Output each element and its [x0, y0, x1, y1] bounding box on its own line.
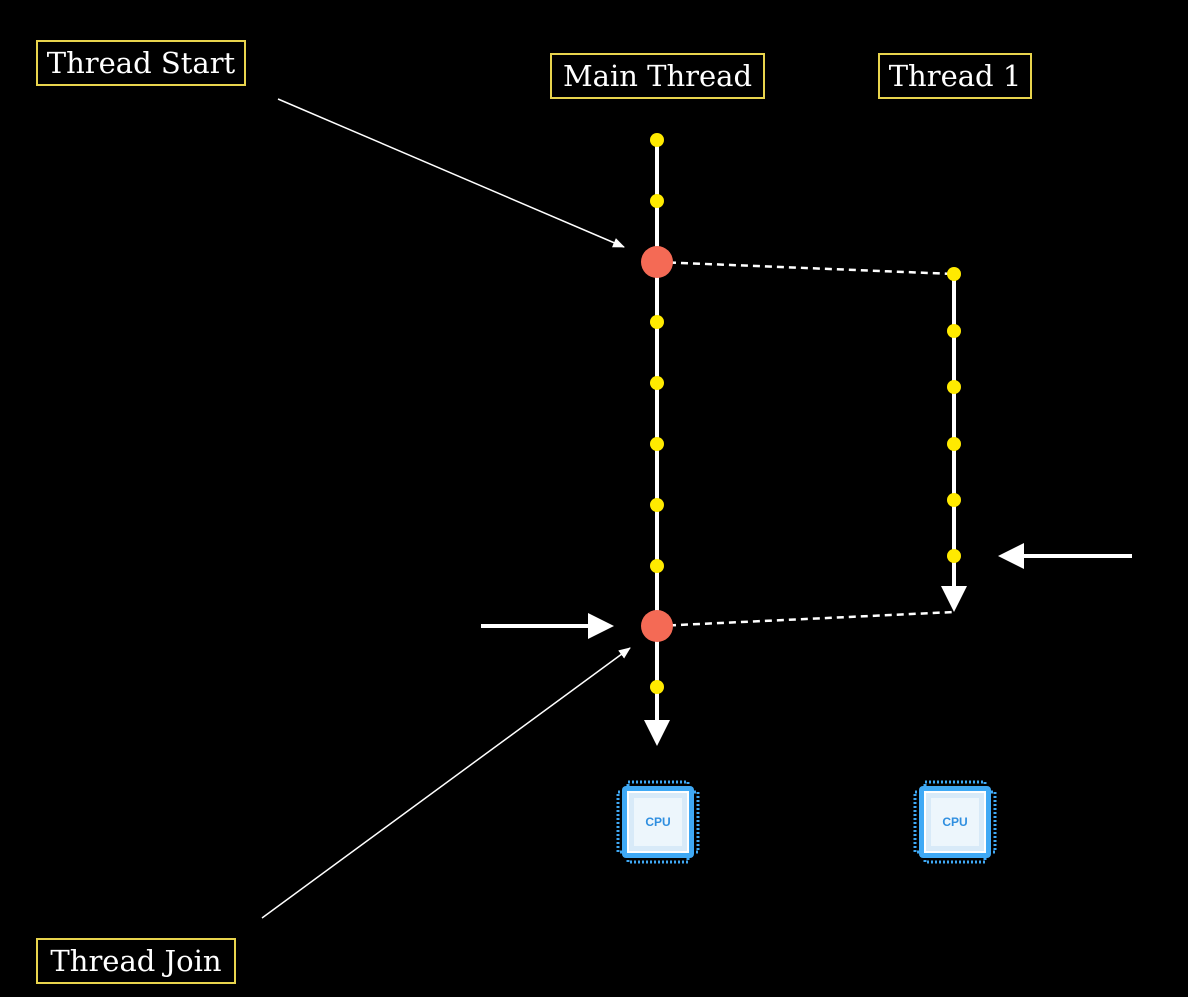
- fork-connector: [656, 260, 955, 276]
- cpu-icon: CPU: [913, 780, 997, 864]
- main-step-dot: [650, 559, 664, 573]
- main-step-dot: [650, 376, 664, 390]
- cpu-label: CPU: [942, 815, 967, 829]
- main-step-dot: [650, 498, 664, 512]
- arrow-right-icon: [481, 613, 614, 639]
- cpu-label: CPU: [645, 815, 670, 829]
- thread-start-event: [641, 246, 673, 278]
- arrow-down-icon: [941, 586, 967, 612]
- thread1-step-dot: [947, 437, 961, 451]
- thread1-step-dot: [947, 549, 961, 563]
- cpu-icon: CPU: [616, 780, 700, 864]
- thread-join-event: [641, 610, 673, 642]
- main-step-dot: [650, 194, 664, 208]
- main-step-dot: [650, 680, 664, 694]
- thread1-step-dot: [947, 493, 961, 507]
- thread1-step-dot: [947, 267, 961, 281]
- thread-start-pointer: [277, 98, 625, 248]
- thread1-step-dot: [947, 380, 961, 394]
- arrow-down-icon: [644, 720, 670, 746]
- main-step-dot: [650, 315, 664, 329]
- thread-join-label: Thread Join: [36, 938, 236, 984]
- thread1-step-dot: [947, 324, 961, 338]
- main-step-dot: [650, 437, 664, 451]
- main-thread-label: Main Thread: [550, 53, 765, 99]
- thread-start-label: Thread Start: [36, 40, 246, 86]
- join-connector: [656, 610, 955, 628]
- arrow-left-icon: [998, 543, 1132, 569]
- main-step-dot: [650, 133, 664, 147]
- thread-1-label: Thread 1: [878, 53, 1032, 99]
- thread-join-pointer: [261, 647, 631, 919]
